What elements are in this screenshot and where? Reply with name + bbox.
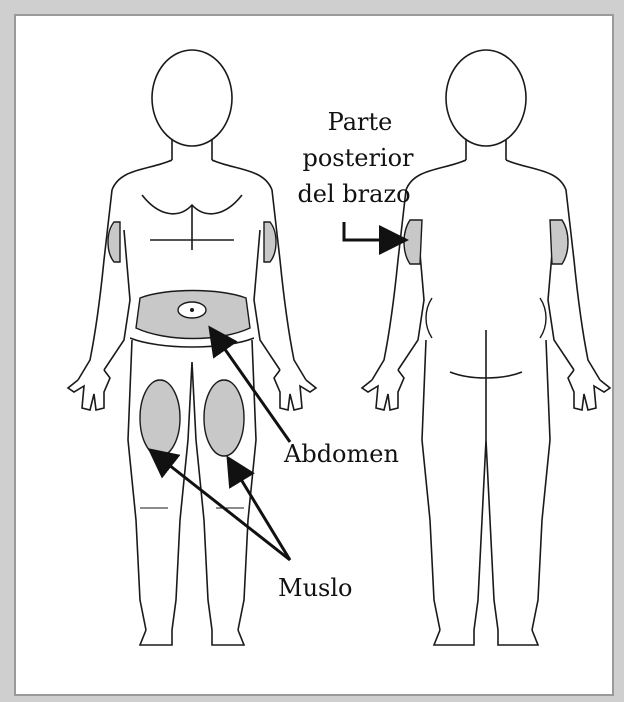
thigh-arrow-right [228, 458, 290, 560]
thigh-arrow-left [150, 450, 290, 560]
front-left-arm-site [108, 222, 120, 262]
front-left-hand [68, 370, 110, 410]
back-right-hand [568, 370, 610, 410]
front-right-hand [274, 370, 316, 410]
back-injection-sites [404, 220, 568, 338]
arm-label-line3: del brazo [297, 180, 410, 208]
back-head [446, 50, 526, 146]
front-right-arm-site [264, 222, 276, 262]
abdomen-label: Abdomen [283, 440, 399, 468]
labels: Parte posterior del brazo Abdomen Muslo [278, 108, 414, 602]
back-left-hand [362, 370, 404, 410]
front-body-figure [68, 50, 316, 645]
back-right-foot [498, 630, 538, 645]
back-right-arm-site [550, 220, 568, 264]
left-thigh-site [140, 380, 180, 456]
arm-arrow [344, 222, 406, 240]
thigh-label: Muslo [278, 574, 352, 602]
front-left-foot [140, 630, 172, 645]
front-right-foot [212, 630, 244, 645]
right-thigh-site [204, 380, 244, 456]
arm-label-line2: posterior [302, 144, 414, 172]
front-head [152, 50, 232, 146]
arm-label-line1: Parte [328, 108, 393, 136]
back-left-foot [434, 630, 474, 645]
back-body-figure [362, 50, 610, 645]
back-left-arm-site [404, 220, 422, 264]
